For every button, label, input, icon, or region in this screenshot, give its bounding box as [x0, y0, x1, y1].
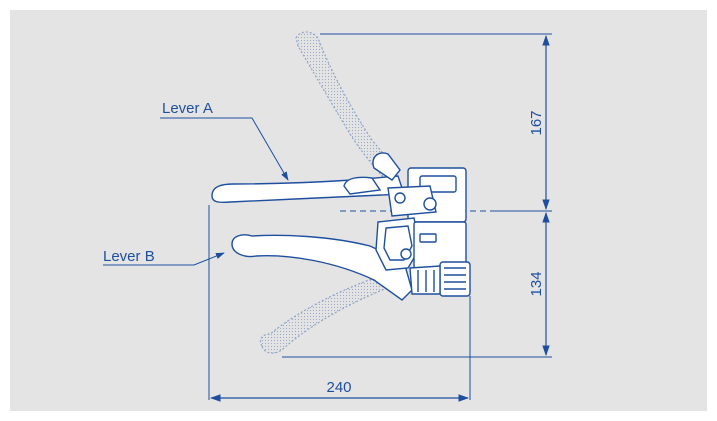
lever-b-open-ghost [259, 275, 394, 354]
lever-b [231, 234, 413, 301]
lever-b-label: Lever B [103, 248, 155, 265]
diagram-panel [10, 10, 707, 411]
lever-b-leader [103, 252, 225, 266]
dim-upper-text: 167 [528, 110, 545, 135]
lever-body [372, 152, 471, 297]
lever-a-leader [160, 117, 289, 181]
lever-a-open-ghost [295, 31, 393, 177]
dim-width-text: 240 [326, 379, 351, 396]
extension-lines [208, 33, 552, 400]
dim-lower-text: 134 [528, 271, 545, 296]
lever-a-label: Lever A [162, 100, 213, 117]
